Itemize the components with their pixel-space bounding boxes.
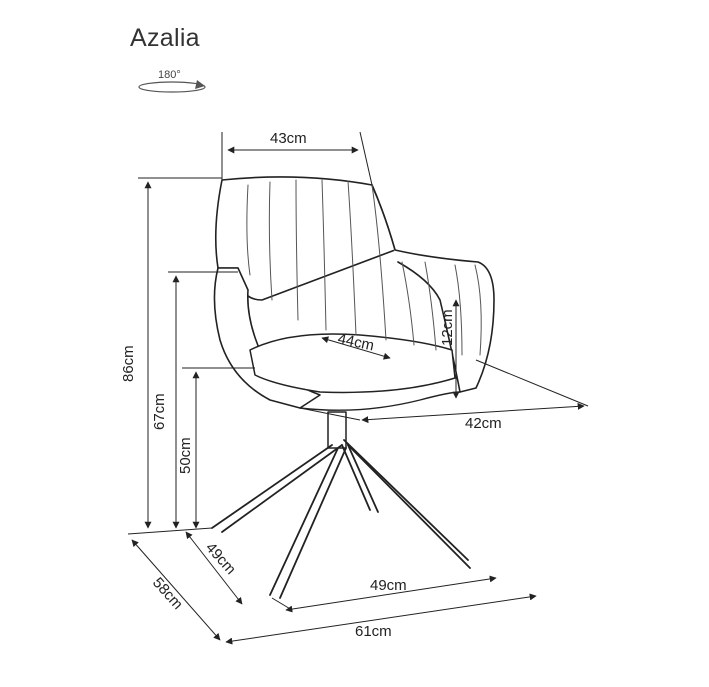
dim-label-58: 58cm: [149, 574, 186, 613]
rotation-360-icon: [138, 80, 206, 93]
rotation-label: 180°: [158, 69, 181, 81]
dim-label-67: 67cm: [151, 393, 168, 430]
dim-label-12: 12cm: [439, 309, 456, 346]
dimension-lines: [127, 131, 589, 645]
chair-legs: [211, 439, 471, 599]
chair-column: [327, 411, 347, 449]
chair-left-arm: [213, 267, 321, 409]
dim-label-42: 42cm: [465, 415, 502, 432]
dim-label-61: 61cm: [355, 623, 392, 640]
chair-right-arm: [371, 184, 495, 393]
chair-illustration: [211, 176, 495, 599]
chair-seat-front: [299, 391, 461, 411]
dim-label-50: 50cm: [177, 437, 194, 474]
dim-label-86: 86cm: [120, 345, 137, 382]
product-title: Azalia: [130, 24, 200, 52]
dim-label-49-depth: 49cm: [202, 539, 239, 578]
dim-label-49-width: 49cm: [370, 577, 407, 594]
dim-label-43: 43cm: [270, 130, 307, 147]
backrest-stitching: [246, 179, 482, 356]
